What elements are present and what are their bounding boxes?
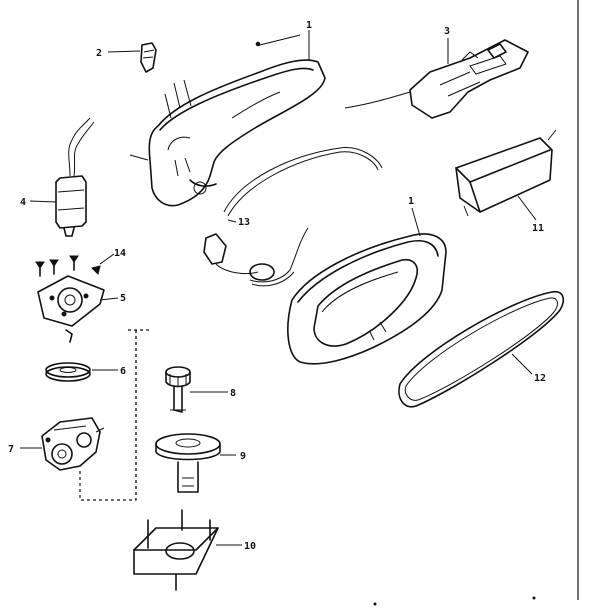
callout-6: 6 <box>120 366 126 377</box>
screw-set-part-14 <box>35 253 115 277</box>
drive-belt-part-12 <box>398 290 565 408</box>
callout-5: 5 <box>120 293 126 304</box>
callout-4: 4 <box>20 197 26 208</box>
callout-3: 3 <box>444 26 450 37</box>
callout-7: 7 <box>8 444 14 455</box>
gear-part-6 <box>45 362 118 382</box>
wire-harness-part-13 <box>203 147 383 287</box>
callout-1-top: 1 <box>306 20 312 31</box>
gear-case-part-7 <box>20 417 105 471</box>
callout-12: 12 <box>534 373 546 384</box>
blade-guard-part-10 <box>133 509 242 591</box>
callout-10: 10 <box>244 541 256 552</box>
handle-housing-part-1 <box>287 207 447 365</box>
callout-1-mid: 1 <box>408 196 414 207</box>
upper-housing-part-1 <box>129 30 326 207</box>
motor-bracket-part-5 <box>37 275 119 343</box>
assembly-bracket-lines <box>79 329 152 501</box>
callout-13: 13 <box>238 217 250 228</box>
stray-mark <box>373 602 377 606</box>
callout-8: 8 <box>230 388 236 399</box>
drive-gear-part-9 <box>155 433 236 493</box>
callout-14: 14 <box>114 248 126 259</box>
pinion-shaft-part-8 <box>165 366 228 413</box>
motor-part-4 <box>29 117 95 237</box>
callout-9: 9 <box>240 451 246 462</box>
screw-part-2 <box>107 42 157 73</box>
battery-cover-part-11 <box>455 129 557 221</box>
switch-trigger-part-3 <box>344 38 529 119</box>
stray-mark <box>532 596 536 600</box>
callout-2: 2 <box>96 48 102 59</box>
callout-11: 11 <box>532 223 544 234</box>
